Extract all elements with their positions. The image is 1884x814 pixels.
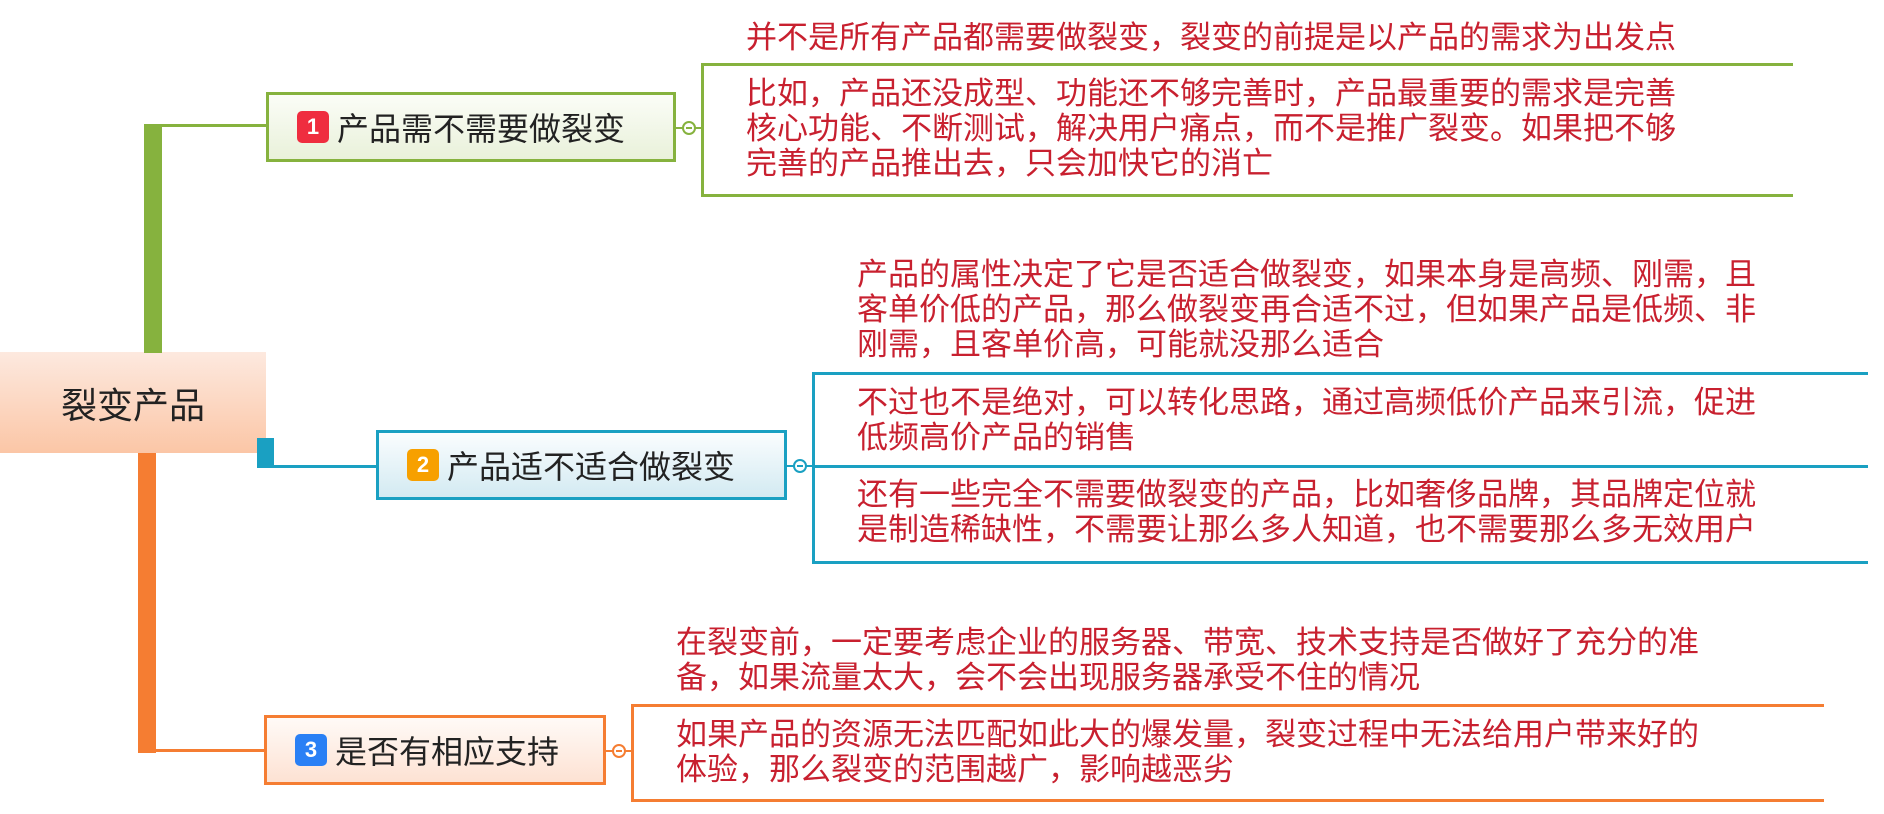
branch-1-connector: [144, 124, 162, 353]
branch-1-connector-h: [162, 124, 266, 127]
detail-3-2: 如果产品的资源无法匹配如此大的爆发量，裂变过程中无法给用户带来好的体验，那么裂变…: [676, 717, 1699, 788]
topic-3[interactable]: 3 是否有相应支持: [264, 715, 606, 785]
root-topic[interactable]: 裂变产品: [0, 352, 266, 453]
branch-2-connector-h: [274, 465, 376, 468]
detail-2-3: 还有一些完全不需要做裂变的产品，比如奢侈品牌，其品牌定位就是制造稀缺性，不需要让…: [857, 477, 1756, 548]
topic-3-label: 是否有相应支持: [335, 733, 560, 771]
detail-3-1: 在裂变前，一定要考虑企业的服务器、带宽、技术支持是否做好了充分的准备，如果流量太…: [676, 625, 1699, 696]
branch-2-connector: [257, 438, 274, 468]
priority-3-icon: 3: [295, 734, 327, 766]
priority-1-icon: 1: [297, 111, 329, 143]
topic-2-label: 产品适不适合做裂变: [447, 448, 736, 486]
detail-1-2: 比如，产品还没成型、功能还不够完善时，产品最重要的需求是完善核心功能、不断测试，…: [746, 76, 1676, 182]
detail-1-1: 并不是所有产品都需要做裂变，裂变的前提是以产品的需求为出发点: [746, 20, 1676, 56]
root-topic-label: 裂变产品: [60, 385, 205, 427]
detail-1-frame: [701, 63, 1793, 197]
branch-3-connector: [138, 453, 156, 753]
priority-2-icon: 2: [407, 449, 439, 481]
collapse-2-icon[interactable]: [793, 459, 807, 473]
detail-2-frame: [812, 372, 1868, 564]
detail-3-frame: [631, 704, 1824, 802]
branch-3-connector-h: [156, 749, 264, 752]
detail-2-divider: [812, 465, 1868, 468]
topic-1[interactable]: 1 产品需不需要做裂变: [266, 92, 676, 162]
collapse-1-icon[interactable]: [682, 121, 696, 135]
collapse-3-icon[interactable]: [612, 744, 626, 758]
topic-2[interactable]: 2 产品适不适合做裂变: [376, 430, 787, 500]
detail-2-2: 不过也不是绝对，可以转化思路，通过高频低价产品来引流，促进低频高价产品的销售: [857, 385, 1756, 456]
detail-2-1: 产品的属性决定了它是否适合做裂变，如果本身是高频、刚需，且客单价低的产品，那么做…: [857, 257, 1756, 363]
topic-1-label: 产品需不需要做裂变: [337, 110, 626, 148]
